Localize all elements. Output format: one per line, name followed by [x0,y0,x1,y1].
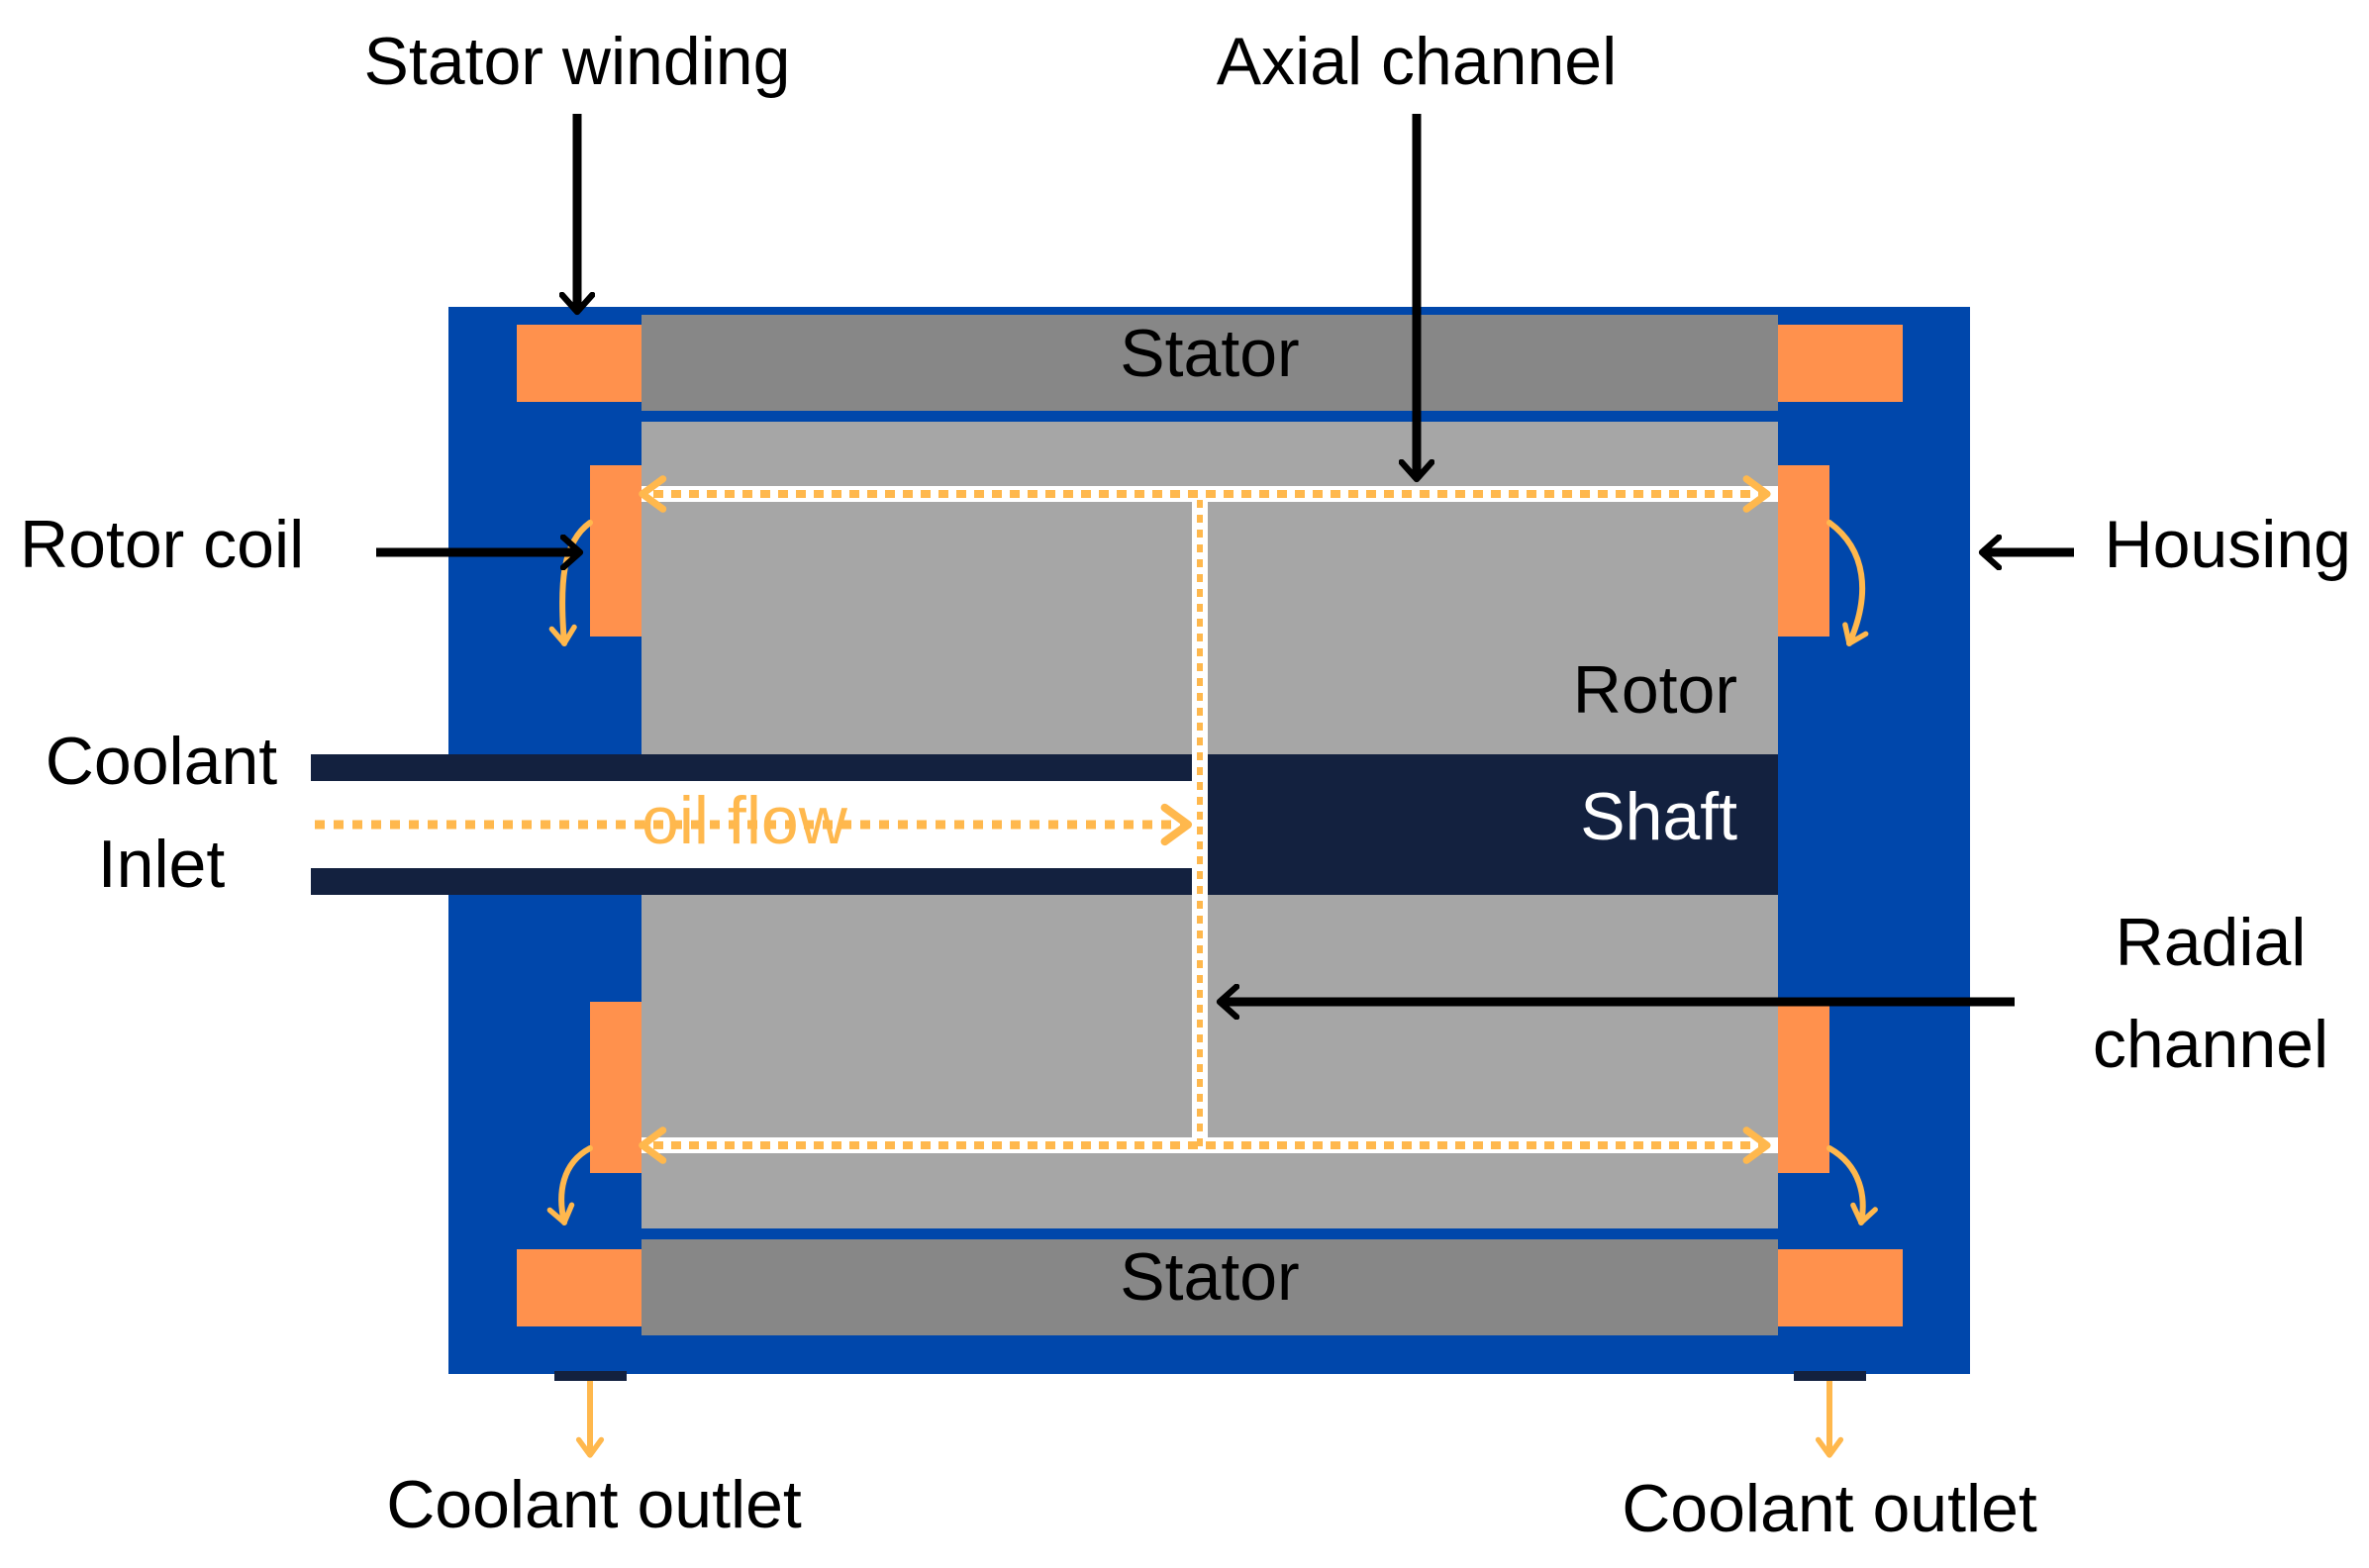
stator-bottom-label: Stator [1120,1239,1299,1315]
inlet-pipe-wall-bottom [311,868,1208,895]
stator-top-label: Stator [1120,316,1299,391]
stator-top [642,315,1778,411]
radial-channel-label-line1: Radial [2116,905,2307,980]
oil-curve-top-right [1826,520,1869,646]
housing-label: Housing [2105,507,2352,582]
coolant-outlet-port-left [554,1371,627,1381]
rotor-coil-top-right [1778,465,1829,637]
coolant-outlet-right-label: Coolant outlet [1622,1471,2037,1546]
rotor-coil-top-left [590,465,642,637]
oil-curve-bottom-left [546,1145,593,1225]
shaft-label: Shaft [1580,779,1737,854]
rotor-coil-bottom-right [1778,1002,1829,1173]
rotor-label: Rotor [1573,652,1737,728]
coolant-outlet-port-right [1794,1371,1866,1381]
stator-winding-top-right [1778,325,1903,402]
rotor-coil-label: Rotor coil [20,507,304,582]
stator-winding-bottom-right [1778,1249,1903,1326]
inlet-pipe-wall-top [311,754,1208,781]
coolant-inlet-label-line1: Coolant [46,724,277,799]
stator-winding-top-left [517,325,642,402]
oil-flow-label: oil flow [642,783,848,858]
radial-channel-label-line2: channel [2093,1007,2328,1082]
coolant-inlet-label-line2: Inlet [98,827,226,902]
shaft [1198,754,1778,895]
oil-curve-bottom-right [1826,1145,1878,1225]
stator-bottom [642,1239,1778,1335]
stator-winding-bottom-left [517,1249,642,1326]
coolant-outlet-left-label: Coolant outlet [386,1467,802,1542]
rotor-coil-bottom-left [590,1002,642,1173]
stator-winding-label: Stator winding [364,24,791,99]
axial-channel-label: Axial channel [1217,24,1617,99]
